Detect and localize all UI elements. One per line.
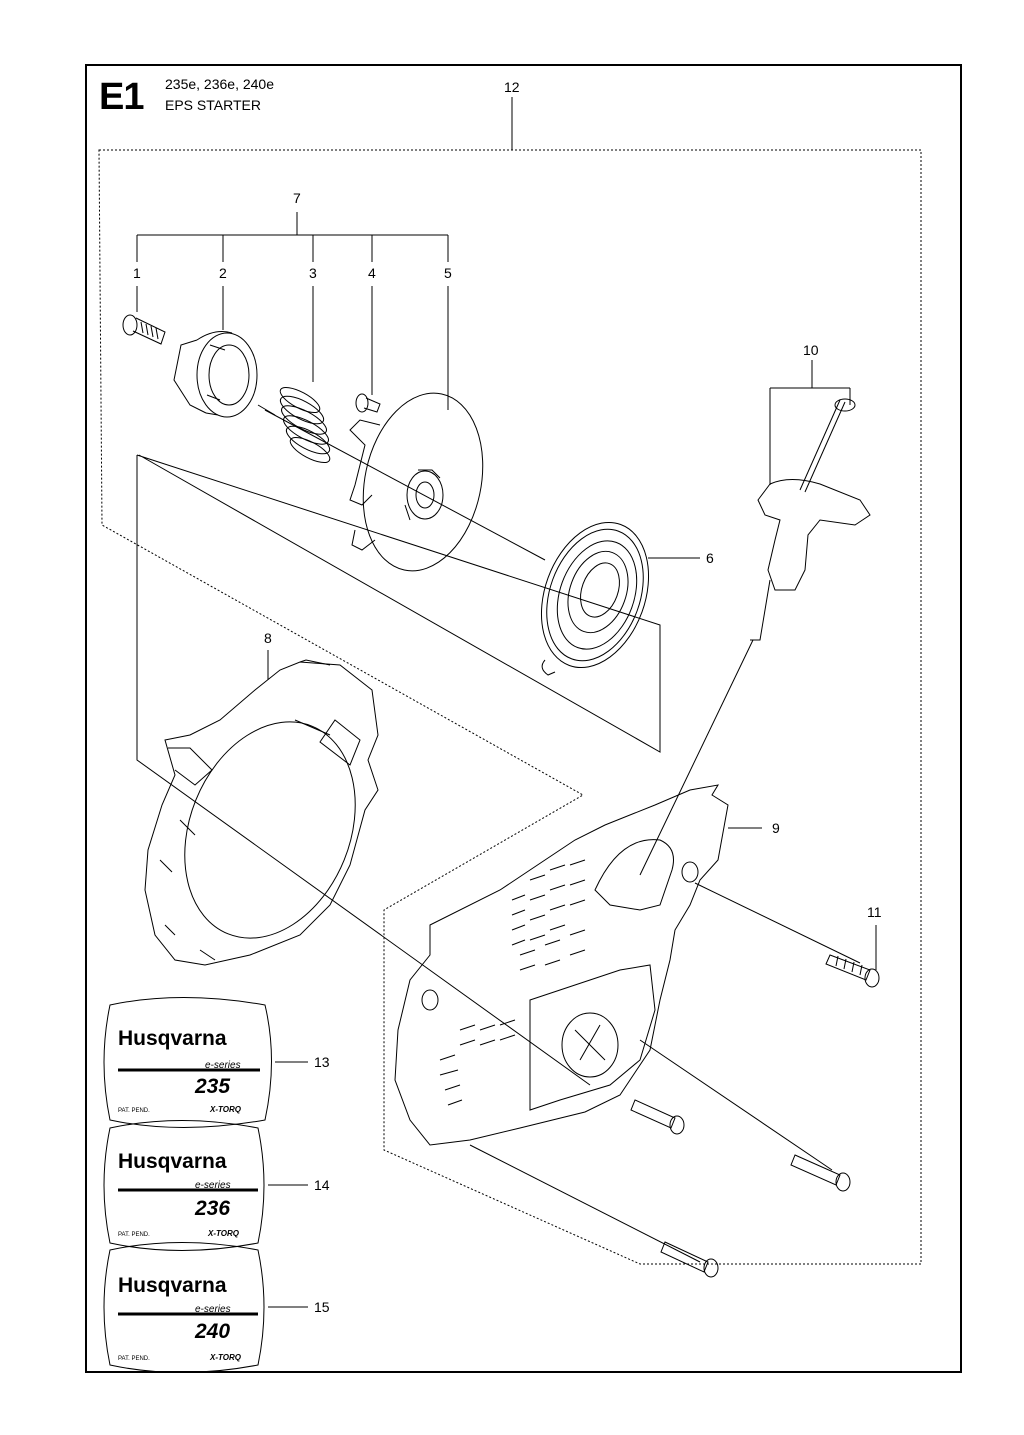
decal-series: e-series xyxy=(205,1060,241,1071)
axis-screw-1 xyxy=(694,882,861,964)
part-9-housing xyxy=(394,784,729,1146)
part-6-spring xyxy=(540,521,650,676)
husqvarna-logo: Husqvarna xyxy=(118,1274,227,1297)
part-2-hub xyxy=(173,331,258,418)
decal-15-outline xyxy=(103,1242,265,1373)
part-10-handle xyxy=(639,398,871,876)
decal-240: Husqvarna e-series 240 PAT. PEND. X-TORQ xyxy=(118,1274,242,1362)
husqvarna-logo: Husqvarna xyxy=(118,1150,227,1173)
decal-model: 235 xyxy=(194,1075,230,1098)
screw-lower-1 xyxy=(630,1099,685,1135)
callout-14: 14 xyxy=(314,1177,330,1193)
axis-line xyxy=(136,454,661,753)
axis-screw-3 xyxy=(469,1144,701,1263)
decal-235: Husqvarna e-series 235 PAT. PEND. X-TORQ xyxy=(118,1027,242,1114)
callout-11: 11 xyxy=(867,904,882,920)
decal-patent: PAT. PEND. xyxy=(118,1356,150,1362)
callout-13: 13 xyxy=(314,1054,330,1070)
leader-10 xyxy=(769,360,851,485)
husqvarna-logo: Husqvarna xyxy=(118,1027,227,1050)
decal-xtorq: X-TORQ xyxy=(207,1229,240,1238)
decal-series: e-series xyxy=(195,1304,231,1315)
callout-1: 1 xyxy=(133,265,141,281)
screw-lower-2 xyxy=(790,1154,851,1192)
decal-13-outline xyxy=(103,997,272,1128)
decal-patent: PAT. PEND. xyxy=(118,1232,150,1238)
leader-7 xyxy=(136,212,449,262)
callout-9: 9 xyxy=(772,820,780,836)
assembly-boundary-12 xyxy=(98,149,922,1265)
callout-15: 15 xyxy=(314,1299,330,1315)
decal-patent: PAT. PEND. xyxy=(118,1108,150,1114)
callout-6: 6 xyxy=(706,550,714,566)
callout-5: 5 xyxy=(444,265,452,281)
decal-14-outline xyxy=(103,1120,265,1251)
part-1-screw xyxy=(122,314,166,345)
decal-xtorq: X-TORQ xyxy=(209,1105,242,1114)
decal-xtorq: X-TORQ xyxy=(209,1353,242,1362)
callout-7: 7 xyxy=(293,190,301,206)
callout-10: 10 xyxy=(803,342,819,358)
part-3-spring xyxy=(257,386,331,464)
decal-model: 240 xyxy=(194,1320,230,1343)
decal-series: e-series xyxy=(195,1180,231,1191)
callout-8: 8 xyxy=(264,630,272,646)
screw-lower-3 xyxy=(660,1241,719,1278)
callout-2: 2 xyxy=(219,265,227,281)
decal-236: Husqvarna e-series 236 PAT. PEND. X-TORQ xyxy=(118,1150,240,1238)
decal-model: 236 xyxy=(194,1197,230,1220)
page-frame xyxy=(85,64,962,1373)
callout-4: 4 xyxy=(368,265,376,281)
part-5-pulley xyxy=(349,392,484,572)
callout-3: 3 xyxy=(309,265,317,281)
model-list: 235e, 236e, 240e xyxy=(165,76,274,92)
part-11-screw xyxy=(825,954,880,988)
part-4-screw xyxy=(355,393,381,413)
assembly-axis xyxy=(136,455,591,1086)
axis-screw-2 xyxy=(639,1039,833,1171)
section-code: E1 xyxy=(99,76,144,118)
callout-12: 12 xyxy=(504,79,520,95)
part-8-cover xyxy=(144,659,379,966)
page-title: EPS STARTER xyxy=(165,97,261,113)
